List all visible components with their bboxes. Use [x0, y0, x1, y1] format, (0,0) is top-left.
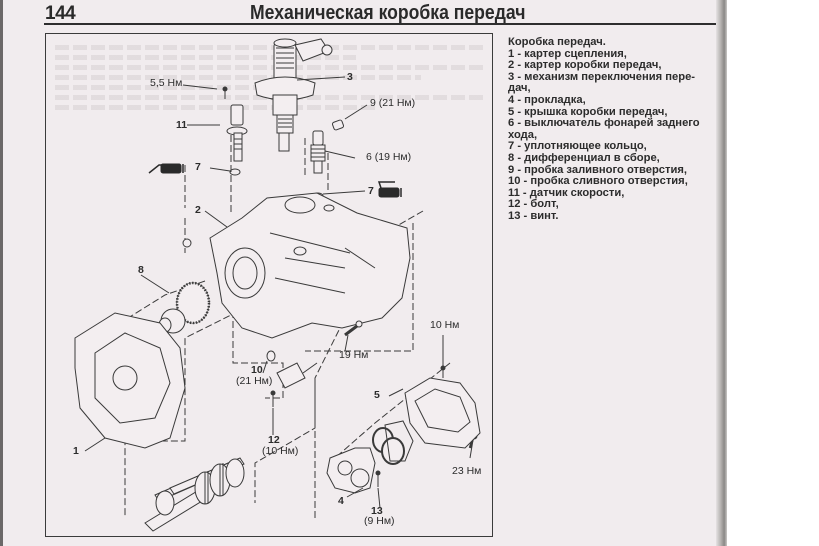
- differential-part: [158, 281, 211, 334]
- caption-item: 1 - картер сцепления,: [508, 48, 627, 60]
- caption-item: 4 - прокладка,: [508, 94, 586, 106]
- gearbox-cover-part: [404, 377, 481, 449]
- callout-part-5: 5: [374, 389, 380, 401]
- caption-item: дач,: [508, 83, 531, 95]
- caption-title: Коробка передач.: [508, 36, 606, 48]
- caption-item: хода,: [508, 129, 538, 141]
- callout-torque-10-top: 10 Нм: [430, 319, 460, 331]
- header-rule: [44, 23, 716, 25]
- fifth-gear-part: [372, 420, 414, 465]
- gearbox-housing-part: [209, 192, 411, 339]
- gasket-part: [326, 447, 376, 494]
- callout-part-12: 12: [268, 434, 280, 446]
- clutch-housing-part: [74, 312, 186, 449]
- leader-lines: [84, 76, 474, 509]
- gear-shafts-part: [144, 457, 245, 532]
- callout-part-9: 9 (21 Нм): [370, 97, 416, 109]
- caption-item: 3 - механизм переключения пере-: [508, 71, 696, 83]
- caption-item: 11 - датчик скорости,: [508, 187, 625, 199]
- callout-part-2: 2: [195, 204, 201, 216]
- caption-item: 9 - пробка заливного отверстия,: [508, 164, 688, 176]
- page-title: Механическая коробка передач: [250, 2, 526, 24]
- page-number: 144: [45, 3, 76, 24]
- caption-item: 6 - выключатель фонарей заднего: [508, 118, 700, 130]
- caption-item: 8 - дифференциал в сборе,: [508, 152, 660, 164]
- caption-item: 2 - картер коробки передач,: [508, 60, 662, 72]
- caption-item: 5 - крышка коробки передач,: [508, 106, 668, 118]
- exploded-view-diagram: [74, 38, 481, 532]
- callout-part-7-left: 7: [195, 161, 201, 173]
- callout-torque-23: 23 Нм: [452, 465, 482, 477]
- callout-torque-19: 19 Нм: [339, 349, 369, 361]
- callout-part-12-torque: (10 Нм): [262, 445, 299, 457]
- figure-caption: Коробка передач. 1 - картер сцепления, 2…: [508, 36, 723, 223]
- caption-item: 12 - болт,: [508, 199, 559, 211]
- callout-part-13: 13: [371, 505, 383, 517]
- page-edge: [0, 0, 3, 546]
- caption-item: 10 - пробка сливного отверстия,: [508, 176, 688, 188]
- callout-part-10-torque: (21 Нм): [236, 375, 273, 387]
- caption-item: 7 - уплотняющее кольцо,: [508, 141, 647, 153]
- figure-frame: [45, 33, 493, 537]
- speed-sensor-part: [222, 86, 248, 162]
- grease-gun-icon: [148, 163, 184, 174]
- callout-torque-5-5: 5,5 Нм: [150, 77, 183, 89]
- callout-part-6: 6 (19 Нм): [366, 151, 412, 163]
- callout-part-7-right: 7: [368, 185, 374, 197]
- book-page: 144 Механическая коробка передач: [0, 0, 727, 546]
- grease-gun-icon: [377, 181, 402, 198]
- reverse-light-switch-part: [310, 130, 326, 174]
- callout-part-3: 3: [347, 71, 353, 83]
- callout-part-13-torque: (9 Нм): [364, 515, 395, 527]
- caption-item: 13 - винт.: [508, 210, 559, 222]
- page-gutter: [716, 0, 727, 546]
- callout-part-1: 1: [73, 445, 79, 457]
- shift-mechanism-part: [254, 38, 333, 152]
- callout-part-10: 10: [251, 364, 263, 376]
- callout-part-8: 8: [138, 264, 144, 276]
- callout-part-11: 11: [176, 119, 188, 131]
- callout-part-4: 4: [338, 495, 344, 507]
